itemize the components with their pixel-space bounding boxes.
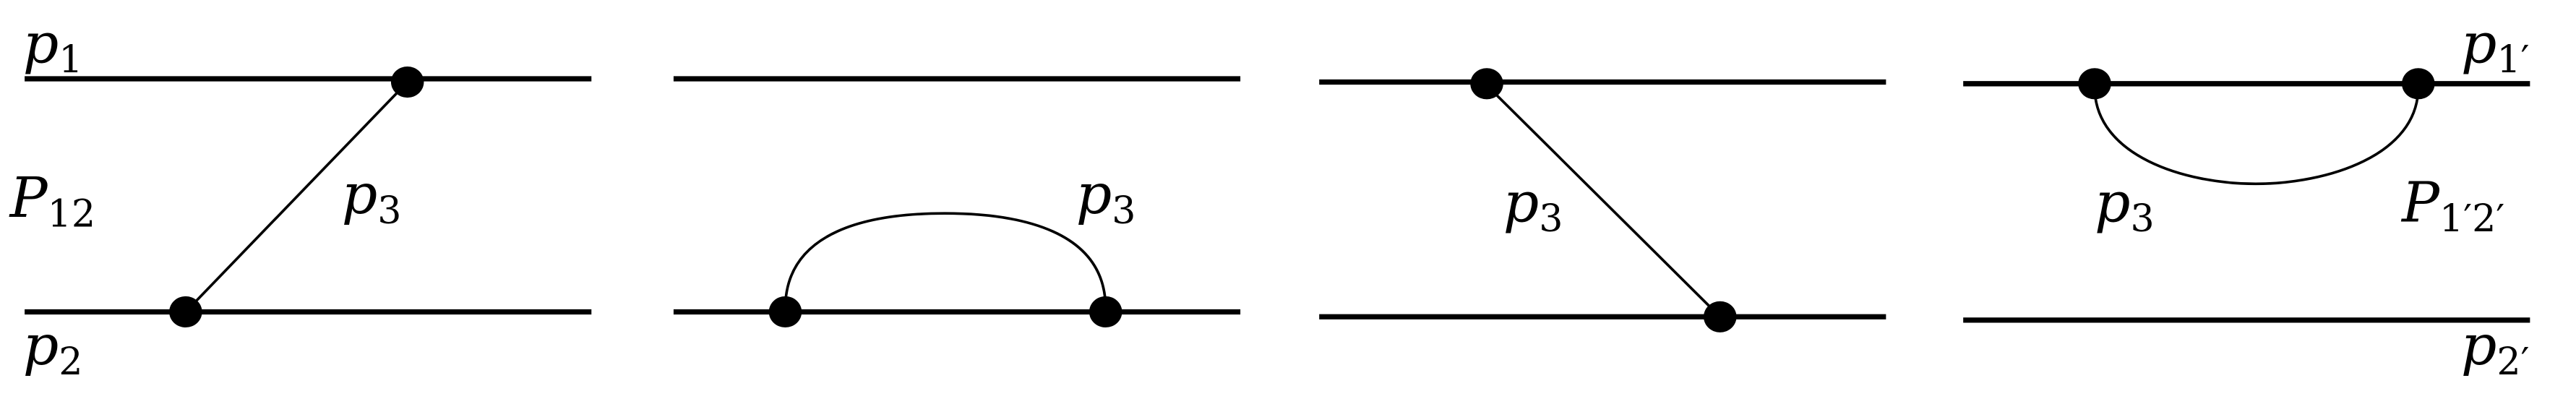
vertex-dot	[1704, 301, 1737, 332]
label-p3: p3	[1503, 171, 1563, 241]
vertex-dot	[169, 296, 202, 328]
exchange-propagator	[184, 81, 409, 313]
label-p1-prime: p1′	[2461, 11, 2530, 82]
vertex-dot	[390, 66, 424, 98]
diagram-3: p3	[1319, 68, 1886, 332]
label-p3: p3	[1076, 162, 1136, 233]
vertex-dot	[768, 296, 802, 328]
label-p3: p3	[342, 162, 402, 233]
vertex-dot	[1470, 68, 1503, 100]
vertex-dot	[2402, 68, 2435, 100]
diagram-4: p1′ p3 P1′2′ p2′	[1963, 11, 2530, 384]
self-energy-loop	[783, 212, 1107, 309]
vertex-dot	[2078, 68, 2111, 100]
label-P12: P12	[9, 166, 96, 236]
label-p1: p1	[23, 11, 83, 82]
label-p3: p3	[2095, 171, 2155, 241]
diagram-1: p1 P12 p3 p2	[9, 11, 592, 384]
exchange-propagator	[1485, 84, 1722, 318]
diagram-2: p3	[673, 76, 1241, 328]
label-p2-prime: p2′	[2461, 313, 2530, 384]
label-p2: p2	[23, 313, 83, 384]
vertex-dot	[1089, 296, 1122, 328]
label-P1prime2prime: P1′2′	[2400, 171, 2504, 241]
self-energy-loop	[2093, 87, 2420, 186]
